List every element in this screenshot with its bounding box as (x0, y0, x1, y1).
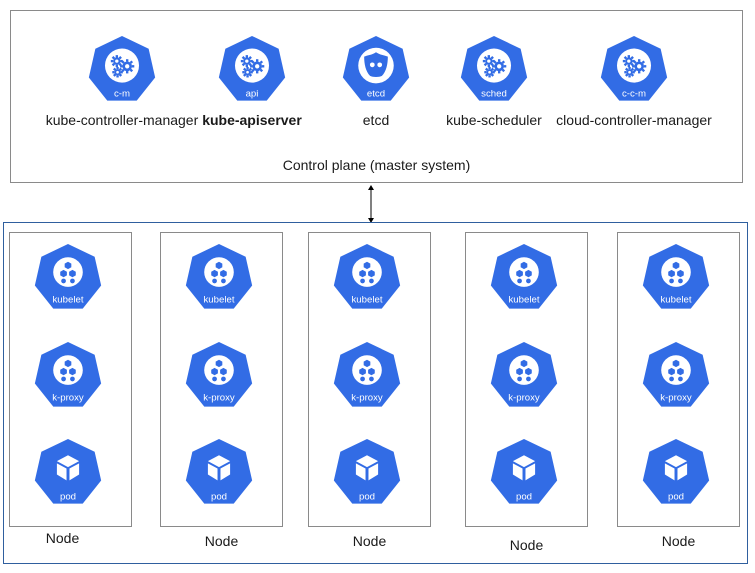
node-label: Node (45, 530, 80, 546)
node-box (465, 232, 588, 527)
pod-icon: pod (185, 438, 253, 504)
proxy-badge-label: k-proxy (203, 392, 235, 403)
node-label: Node (204, 533, 239, 549)
kubelet-icon: kubelet (34, 243, 102, 309)
pod-badge-label: pod (60, 492, 76, 503)
node-box (9, 232, 132, 527)
kubelet-icon: kubelet (333, 243, 401, 309)
component-label: kube-scheduler (446, 112, 542, 128)
kubelet-badge-label: kubelet (204, 294, 235, 305)
pod-icon: pod (34, 438, 102, 504)
pod-badge-label: pod (516, 492, 532, 503)
pod-badge-label: pod (211, 492, 227, 503)
node-label: Node (352, 533, 387, 549)
kubelet-badge-label: kubelet (53, 294, 84, 305)
kube-proxy-icon: k-proxy (34, 341, 102, 407)
node-box (617, 232, 740, 527)
kube-apiserver: api kube-apiserver (167, 33, 337, 128)
kubelet-icon: kubelet (490, 243, 558, 309)
node-label: Node (661, 533, 696, 549)
proxy-badge-label: k-proxy (52, 392, 84, 403)
pod-badge-label: pod (359, 492, 375, 503)
proxy-badge-label: k-proxy (508, 392, 540, 403)
kube-proxy-icon: k-proxy (490, 341, 558, 407)
node-label: Node (509, 537, 544, 553)
cloud-controller-manager: c-c-m cloud-controller-manager (549, 33, 719, 128)
control-plane-caption: Control plane (master system) (282, 157, 471, 173)
kube-proxy-icon: k-proxy (185, 341, 253, 407)
api-server-icon: api (218, 35, 286, 101)
pod-badge-label: pod (668, 492, 684, 503)
svg-text:sched: sched (481, 89, 507, 100)
control-manager-icon: c-m (88, 35, 156, 101)
bidirectional-arrow (368, 185, 374, 223)
pod-icon: pod (333, 438, 401, 504)
kubelet-badge-label: kubelet (352, 294, 383, 305)
component-label: cloud-controller-manager (556, 112, 712, 128)
svg-text:c-c-m: c-c-m (622, 89, 646, 100)
proxy-badge-label: k-proxy (660, 392, 692, 403)
kubelet-icon: kubelet (185, 243, 253, 309)
component-label: etcd (362, 112, 390, 128)
proxy-badge-label: k-proxy (351, 392, 383, 403)
control-plane-box: c-m kube-controller-manager api kube-api… (10, 10, 743, 183)
kubelet-badge-label: kubelet (509, 294, 540, 305)
scheduler-icon: sched (460, 35, 528, 101)
cloud-controller-manager-icon: c-c-m (600, 35, 668, 101)
etcd-icon: etcd (342, 35, 410, 101)
etcd: etcd etcd (291, 33, 461, 128)
pod-icon: pod (642, 438, 710, 504)
svg-text:c-m: c-m (114, 89, 130, 100)
kube-proxy-icon: k-proxy (642, 341, 710, 407)
kube-proxy-icon: k-proxy (333, 341, 401, 407)
node-box (160, 232, 283, 527)
svg-text:etcd: etcd (367, 89, 385, 100)
node-box (308, 232, 431, 527)
worker-cluster-box (3, 222, 748, 564)
kubelet-icon: kubelet (642, 243, 710, 309)
kubelet-badge-label: kubelet (661, 294, 692, 305)
kube-controller-manager: c-m kube-controller-manager (37, 33, 207, 128)
kube-scheduler: sched kube-scheduler (409, 33, 579, 128)
pod-icon: pod (490, 438, 558, 504)
svg-text:api: api (246, 89, 259, 100)
component-label: kube-controller-manager (45, 112, 199, 128)
component-label: kube-apiserver (202, 112, 302, 128)
